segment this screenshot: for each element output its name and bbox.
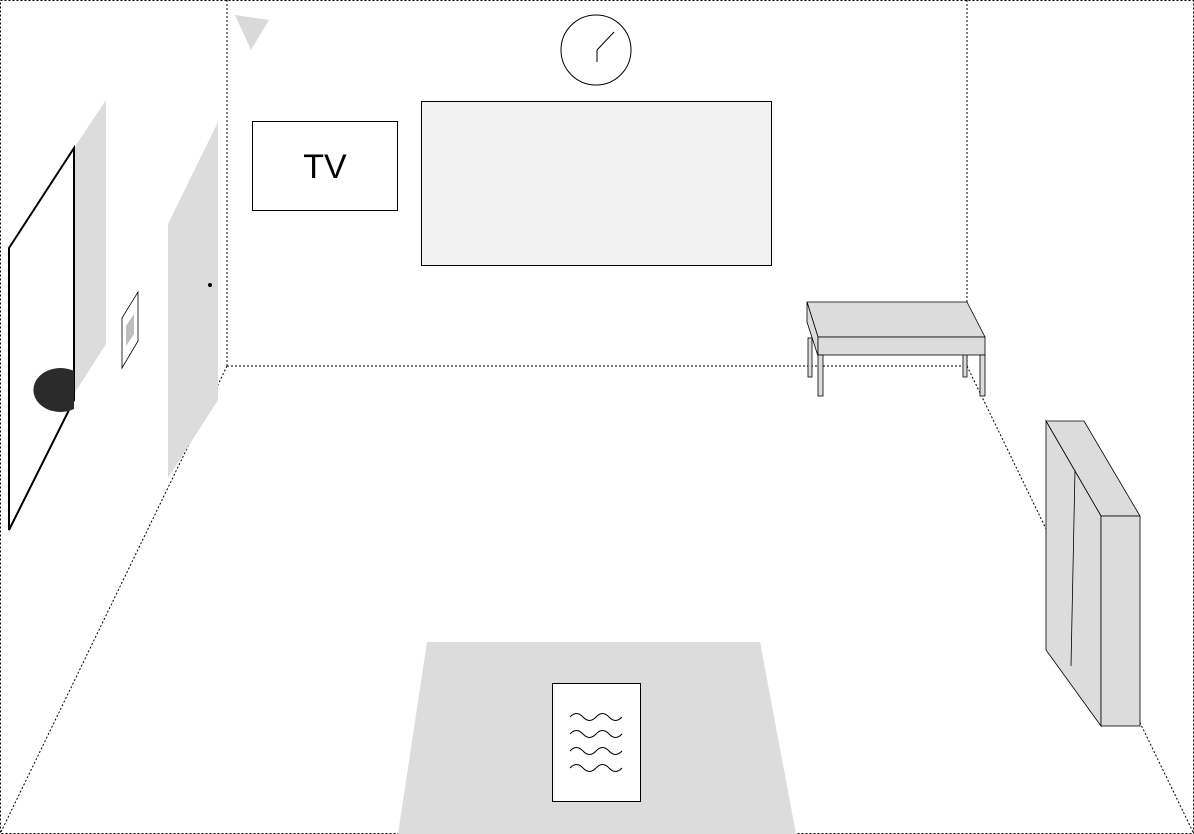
document-icon <box>552 683 641 802</box>
clock-icon <box>560 14 632 86</box>
wall-picture <box>121 290 139 370</box>
window <box>8 100 106 531</box>
desk <box>806 301 986 397</box>
whiteboard <box>421 101 772 266</box>
tv-sign: TV <box>252 121 398 211</box>
tv-label: TV <box>303 148 347 186</box>
door <box>168 122 218 478</box>
door-handle <box>208 283 212 287</box>
cabinet <box>1045 419 1141 728</box>
speaker-icon <box>235 15 269 50</box>
wall-lamp-icon <box>33 368 74 412</box>
